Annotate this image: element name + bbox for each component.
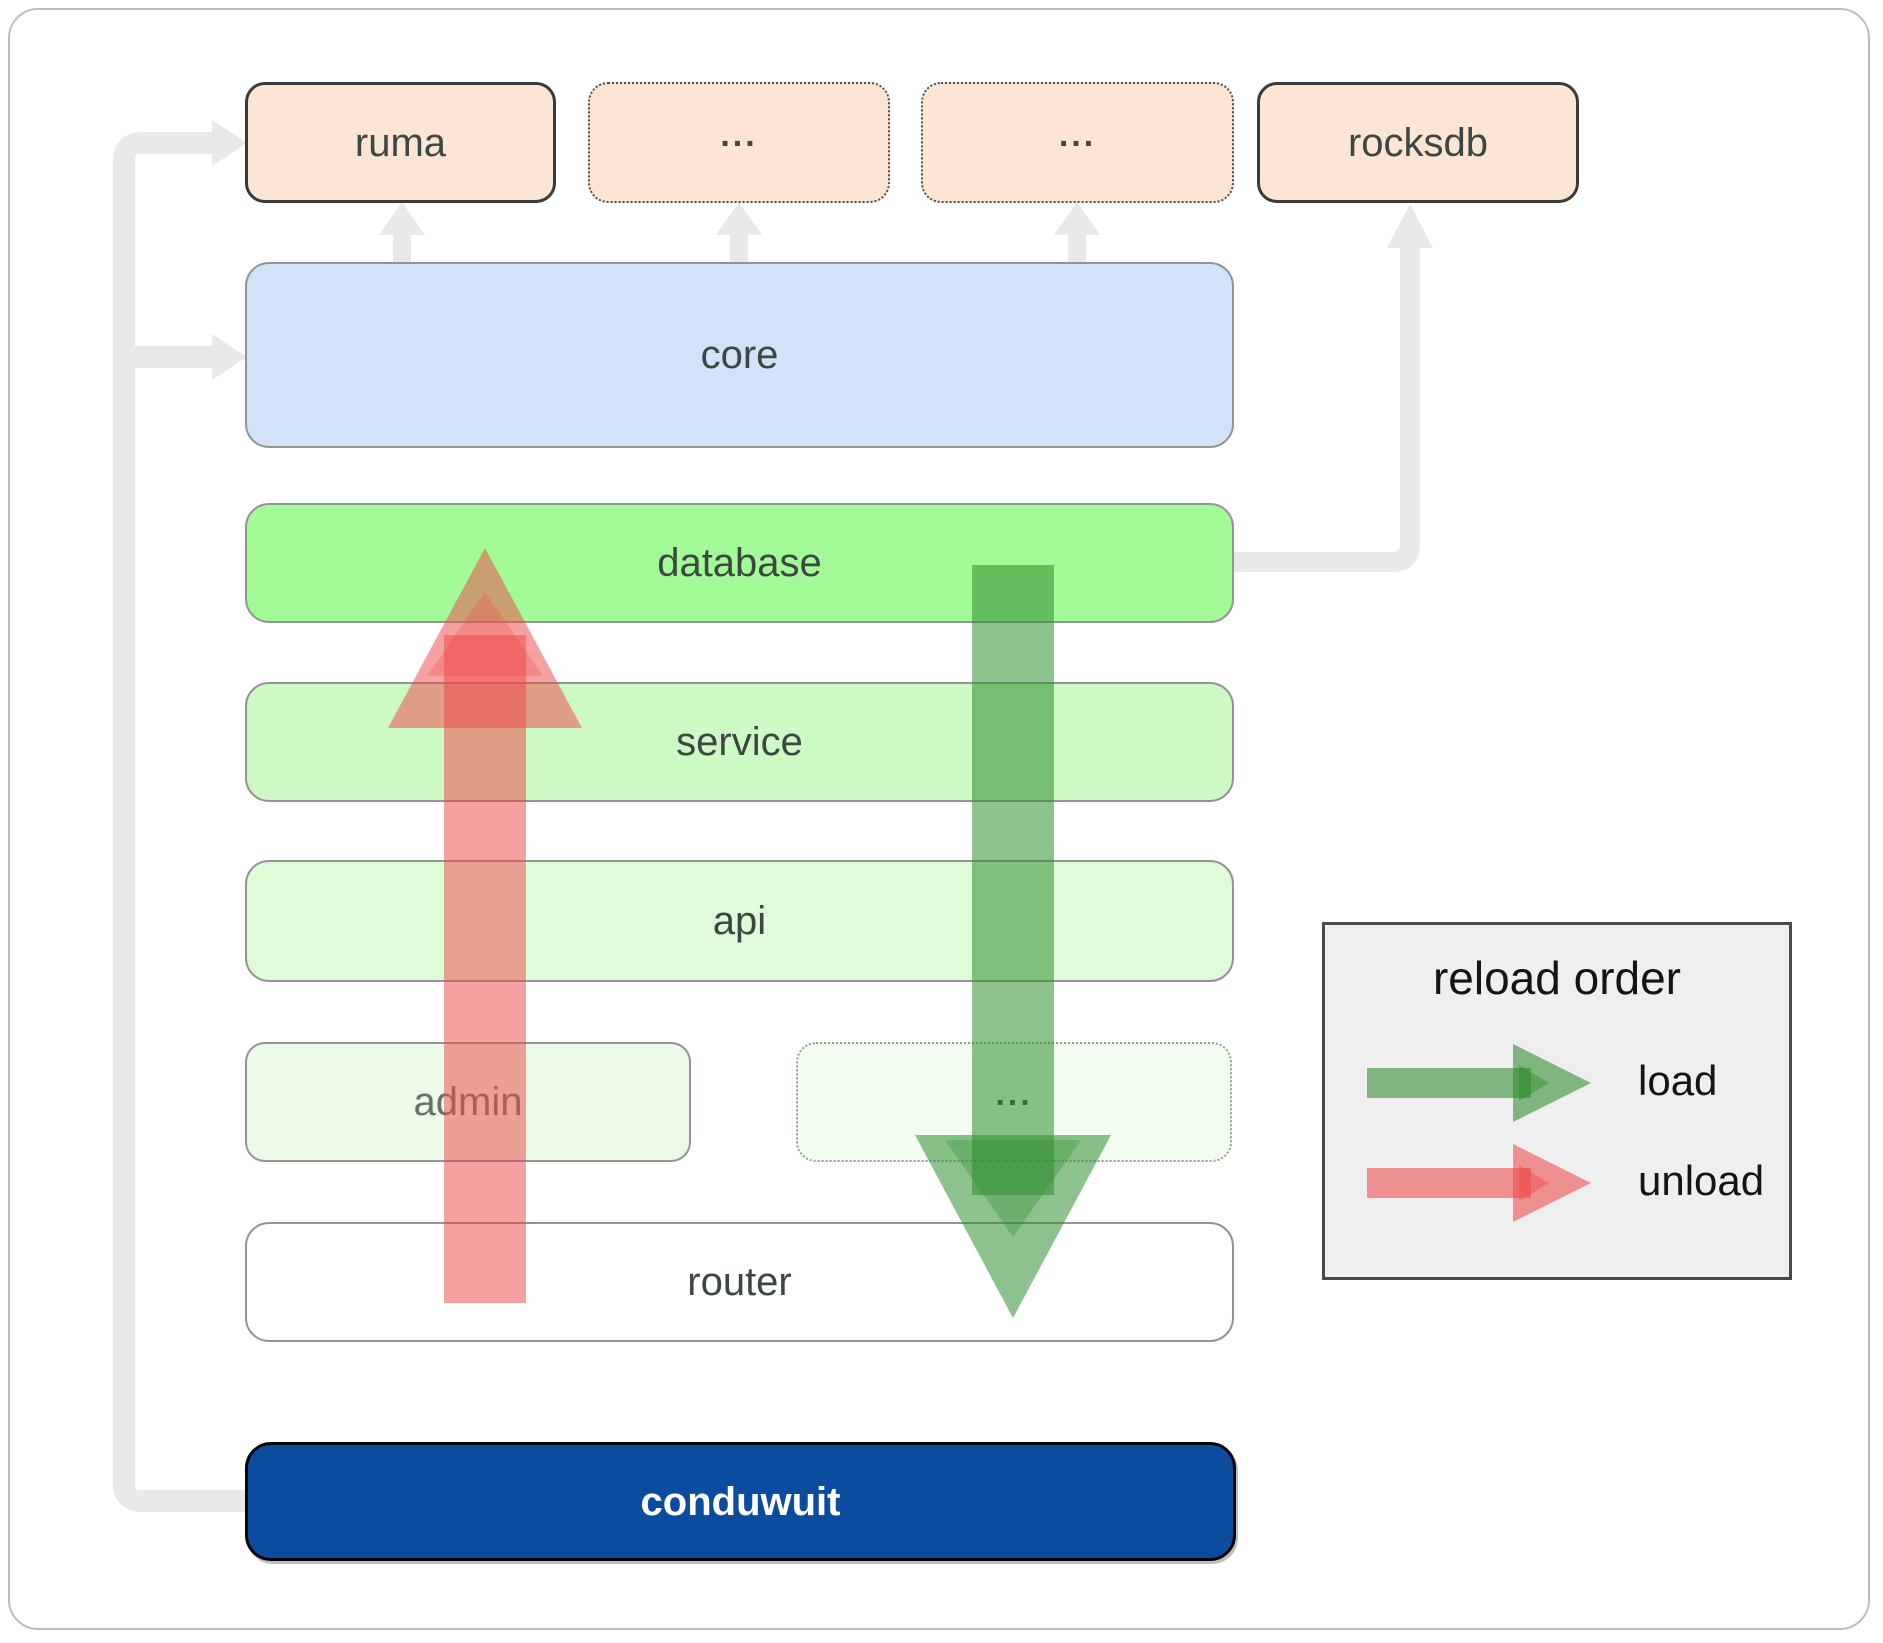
box-router-label: router <box>687 1260 792 1304</box>
box-core: core <box>245 262 1234 448</box>
legend-unload-label: unload <box>1638 1157 1765 1205</box>
box-ellipsis-bottom: ... <box>796 1042 1232 1162</box>
box-ellipsis-top-2-label: ... <box>1058 115 1097 154</box>
arrowhead-into-ruma <box>212 120 247 166</box>
legend-title: reload order <box>1432 952 1682 1004</box>
box-ellipsis-top-1: ... <box>588 82 890 203</box>
box-ellipsis-bottom-label: ... <box>995 1075 1033 1113</box>
unload-arrow-icon <box>1367 1144 1591 1222</box>
box-ruma: ruma <box>245 82 556 203</box>
box-database-label: database <box>657 541 822 585</box>
box-api: api <box>245 860 1234 982</box>
arrowhead-core-to-ellipsis1 <box>716 202 762 235</box>
box-admin: admin <box>245 1042 691 1162</box>
arrowhead-into-core <box>212 334 247 380</box>
box-rocksdb: rocksdb <box>1257 82 1579 203</box>
legend: reload order load unload <box>1322 922 1792 1280</box>
box-service: service <box>245 682 1234 802</box>
box-rocksdb-label: rocksdb <box>1347 120 1489 165</box>
box-admin-label: admin <box>413 1080 523 1124</box>
box-database: database <box>245 503 1234 623</box>
database-to-rocksdb-connector <box>1232 246 1420 572</box>
box-ellipsis-top-1-label: ... <box>720 115 758 154</box>
load-arrow-icon <box>1367 1044 1591 1122</box>
outer-frame <box>8 8 1870 1630</box>
legend-load-label: load <box>1638 1057 1718 1105</box>
box-ellipsis-top-2: ... <box>921 82 1234 203</box>
box-core-label: core <box>700 333 779 377</box>
legend-row-load: load <box>1325 1043 1795 1123</box>
box-conduwuit-label: conduwuit <box>640 1479 841 1524</box>
arrowhead-core-to-ruma <box>379 202 425 235</box>
arrowhead-into-rocksdb <box>1387 204 1433 248</box>
arrowhead-core-to-ellipsis2 <box>1054 202 1100 235</box>
box-router: router <box>245 1222 1234 1342</box>
legend-row-unload: unload <box>1325 1143 1795 1223</box>
box-conduwuit: conduwuit <box>245 1442 1236 1561</box>
box-service-label: service <box>676 720 803 764</box>
box-api-label: api <box>712 899 767 943</box>
box-ruma-label: ruma <box>354 120 447 165</box>
conduwuit-to-ruma-connector <box>113 132 246 1512</box>
